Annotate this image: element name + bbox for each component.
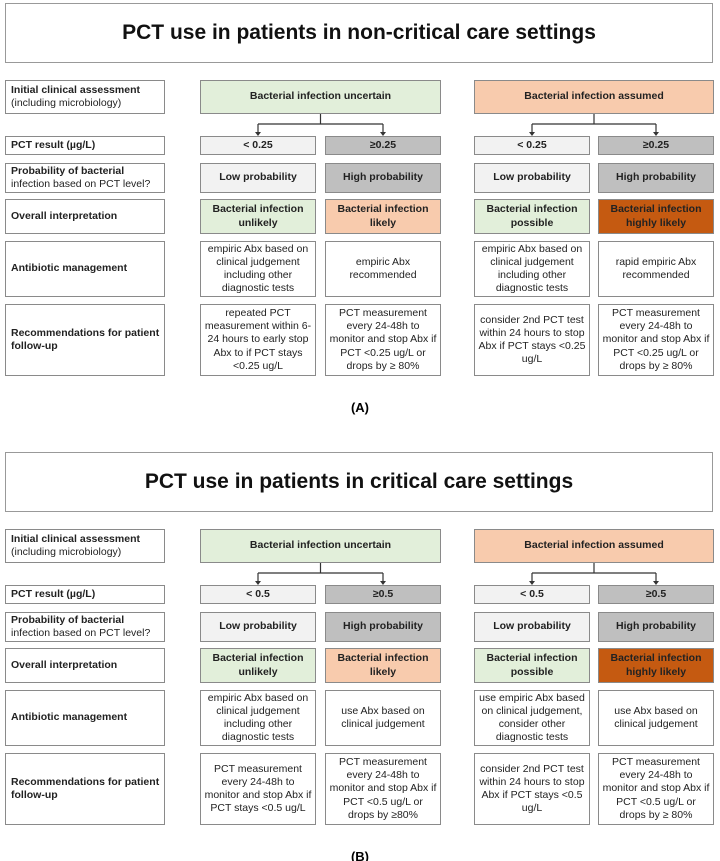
- row-label-main: Initial clinical assessment: [11, 532, 140, 545]
- row-label-main: Antibiotic management: [11, 262, 128, 275]
- branch-arrows: [255, 563, 386, 585]
- interpretation: Bacterial infection highly likely: [598, 648, 714, 683]
- antibiotic-management: use empiric Abx based on clinical judgem…: [474, 690, 590, 746]
- follow-up-recommendation: repeated PCT measurement within 6-24 hou…: [200, 304, 316, 376]
- panel-label: (B): [350, 849, 370, 861]
- row-label-main: PCT result (µg/L): [11, 138, 96, 151]
- antibiotic-management: use Abx based on clinical judgement: [598, 690, 714, 746]
- probability: High probability: [325, 612, 441, 642]
- probability: Low probability: [474, 163, 590, 193]
- pct-result: < 0.5: [200, 585, 316, 604]
- row-label: Initial clinical assessment(including mi…: [5, 80, 165, 114]
- panel-title: PCT use in patients in critical care set…: [5, 452, 713, 512]
- interpretation: Bacterial infection likely: [325, 199, 441, 234]
- follow-up-recommendation: PCT measurement every 24-48h to monitor …: [200, 753, 316, 825]
- row-label-sub: (including microbiology): [11, 546, 122, 558]
- pct-result: < 0.25: [200, 136, 316, 155]
- probability: Low probability: [200, 612, 316, 642]
- probability: High probability: [598, 163, 714, 193]
- interpretation: Bacterial infection likely: [325, 648, 441, 683]
- follow-up-recommendation: PCT measurement every 24-48h to monitor …: [598, 753, 714, 825]
- row-label: Initial clinical assessment(including mi…: [5, 529, 165, 563]
- interpretation: Bacterial infection highly likely: [598, 199, 714, 234]
- row-label-main: Overall interpretation: [11, 658, 118, 671]
- row-label-sub: (including microbiology): [11, 97, 122, 109]
- branch-arrows: [529, 563, 659, 585]
- row-label: PCT result (µg/L): [5, 136, 165, 155]
- antibiotic-management: use Abx based on clinical judgement: [325, 690, 441, 746]
- interpretation: Bacterial infection possible: [474, 648, 590, 683]
- assessment-box: Bacterial infection assumed: [474, 529, 714, 563]
- row-label: Antibiotic management: [5, 690, 165, 746]
- row-label-main: Overall interpretation: [11, 209, 118, 222]
- follow-up-recommendation: PCT measurement every 24-48h to monitor …: [325, 753, 441, 825]
- antibiotic-management: empiric Abx based on clinical judgement …: [200, 690, 316, 746]
- probability: High probability: [598, 612, 714, 642]
- row-label: PCT result (µg/L): [5, 585, 165, 604]
- probability: Low probability: [200, 163, 316, 193]
- row-label-main: Recommendations for patient follow-up: [11, 326, 160, 352]
- pct-result: ≥0.5: [598, 585, 714, 604]
- row-label: Recommendations for patient follow-up: [5, 304, 165, 376]
- row-label-main: Recommendations for patient follow-up: [11, 775, 160, 801]
- follow-up-recommendation: consider 2nd PCT test within 24 hours to…: [474, 753, 590, 825]
- branch-arrows: [255, 114, 386, 136]
- interpretation: Bacterial infection possible: [474, 199, 590, 234]
- row-label: Recommendations for patient follow-up: [5, 753, 165, 825]
- follow-up-recommendation: PCT measurement every 24-48h to monitor …: [325, 304, 441, 376]
- row-label-main: Probability of bacterial: [11, 613, 125, 626]
- antibiotic-management: empiric Abx based on clinical judgement …: [200, 241, 316, 297]
- antibiotic-management: empiric Abx based on clinical judgement …: [474, 241, 590, 297]
- pct-result: ≥0.5: [325, 585, 441, 604]
- panel-title: PCT use in patients in non-critical care…: [5, 3, 713, 63]
- row-label-sub: infection based on PCT level?: [11, 627, 151, 639]
- row-label-sub: infection based on PCT level?: [11, 178, 151, 190]
- antibiotic-management: rapid empiric Abx recommended: [598, 241, 714, 297]
- probability: High probability: [325, 163, 441, 193]
- row-label-main: PCT result (µg/L): [11, 587, 96, 600]
- pct-result: ≥0.25: [598, 136, 714, 155]
- interpretation: Bacterial infection unlikely: [200, 648, 316, 683]
- row-label: Overall interpretation: [5, 199, 165, 234]
- assessment-box: Bacterial infection assumed: [474, 80, 714, 114]
- assessment-box: Bacterial infection uncertain: [200, 529, 441, 563]
- probability: Low probability: [474, 612, 590, 642]
- interpretation: Bacterial infection unlikely: [200, 199, 316, 234]
- branch-arrows: [529, 114, 659, 136]
- row-label-main: Initial clinical assessment: [11, 83, 140, 96]
- pct-result: < 0.5: [474, 585, 590, 604]
- follow-up-recommendation: consider 2nd PCT test within 24 hours to…: [474, 304, 590, 376]
- antibiotic-management: empiric Abx recommended: [325, 241, 441, 297]
- assessment-box: Bacterial infection uncertain: [200, 80, 441, 114]
- row-label-main: Antibiotic management: [11, 711, 128, 724]
- row-label-main: Probability of bacterial: [11, 164, 125, 177]
- row-label: Antibiotic management: [5, 241, 165, 297]
- pct-result: ≥0.25: [325, 136, 441, 155]
- panel-label: (A): [350, 400, 370, 415]
- row-label: Overall interpretation: [5, 648, 165, 683]
- follow-up-recommendation: PCT measurement every 24-48h to monitor …: [598, 304, 714, 376]
- pct-result: < 0.25: [474, 136, 590, 155]
